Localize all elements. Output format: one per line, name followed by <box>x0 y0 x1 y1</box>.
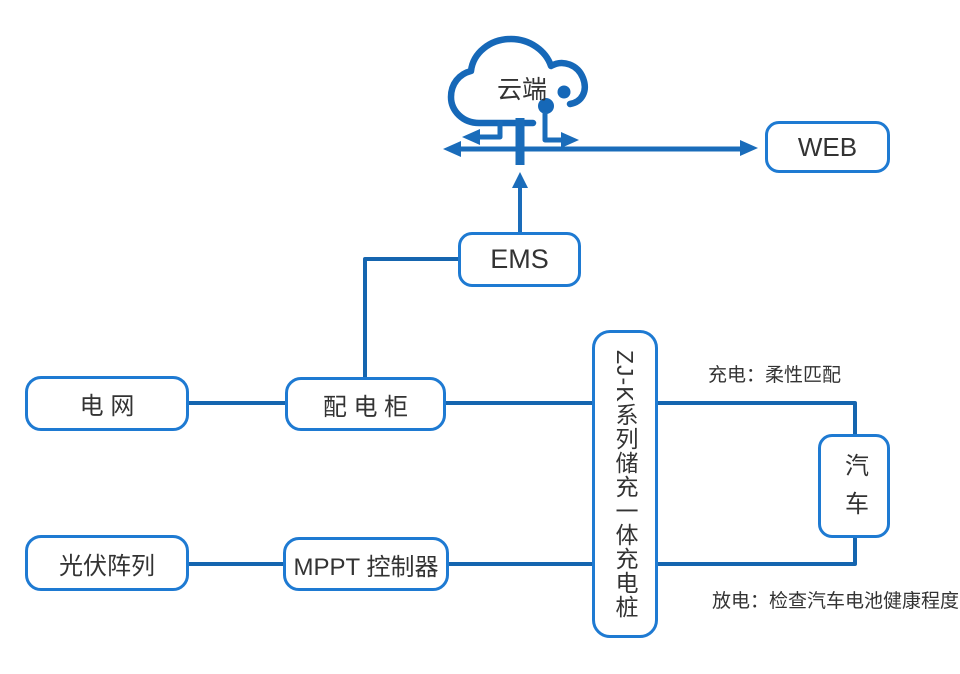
node-distribution-cabinet: 配 电 柜 <box>285 377 446 431</box>
ems-up-arrowhead <box>512 172 528 188</box>
cloud-arrows <box>443 112 758 165</box>
cloud-short-right-arrow-line <box>542 112 562 143</box>
node-ems: EMS <box>458 232 581 287</box>
edge-pile-to-car-top <box>657 401 857 435</box>
node-pv-array: 光伏阵列 <box>25 535 189 591</box>
bus-left-arrowhead <box>443 141 461 157</box>
cloud-short-right-arrowhead <box>561 132 579 148</box>
cloud-node-dot <box>557 85 571 99</box>
cloud-icon <box>447 35 589 127</box>
bus-to-web-arrowhead <box>740 140 758 156</box>
node-mppt-controller: MPPT 控制器 <box>283 537 449 591</box>
discharge-annotation: 放电：检查汽车电池健康程度 <box>712 591 960 612</box>
ems-to-cloud-arrow <box>512 172 528 232</box>
node-car: 汽车 <box>818 434 890 538</box>
node-charging-pile: ZJ-K系列储充一体充电桩 <box>592 330 658 638</box>
cloud-outline <box>447 35 589 127</box>
node-grid: 电 网 <box>25 376 189 431</box>
cloud-short-left-arrow-line <box>478 121 503 140</box>
edge-cabinet-to-ems <box>363 257 458 378</box>
cloud-short-left-arrowhead <box>462 129 480 145</box>
charge-annotation: 充电：柔性匹配 <box>708 365 842 386</box>
node-web: WEB <box>765 121 890 173</box>
cloud-label: 云端 <box>496 76 547 104</box>
cloud-node-dot <box>538 98 554 114</box>
connectors <box>188 257 857 566</box>
edge-pile-to-car-bottom <box>657 537 857 566</box>
